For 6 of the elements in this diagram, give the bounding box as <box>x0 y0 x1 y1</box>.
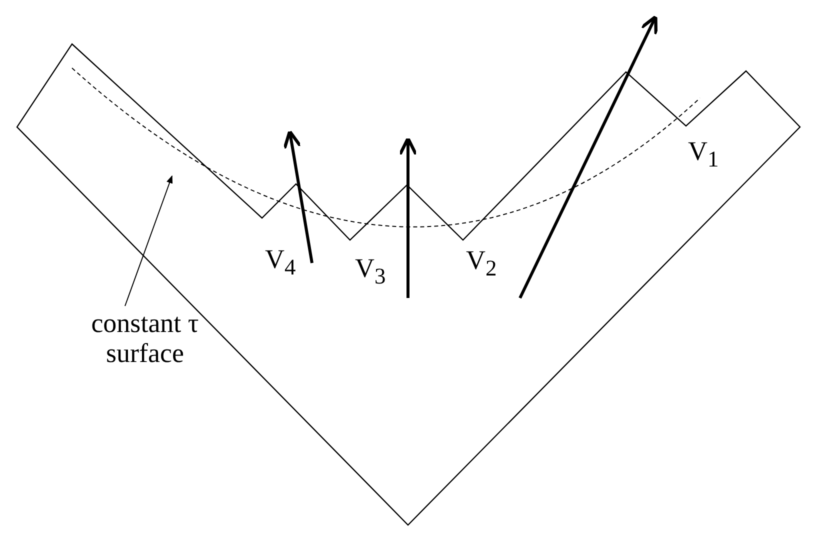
vertex-label: V$_{2}$ <box>466 247 497 280</box>
surface-label: constant τ surface <box>90 308 200 368</box>
vertex-label: V$_{3}$ <box>355 255 386 288</box>
vertex-label: V$_{4}$ <box>265 246 296 279</box>
vertex-label: V$_{1}$ <box>688 138 719 171</box>
leader-line <box>124 175 173 306</box>
